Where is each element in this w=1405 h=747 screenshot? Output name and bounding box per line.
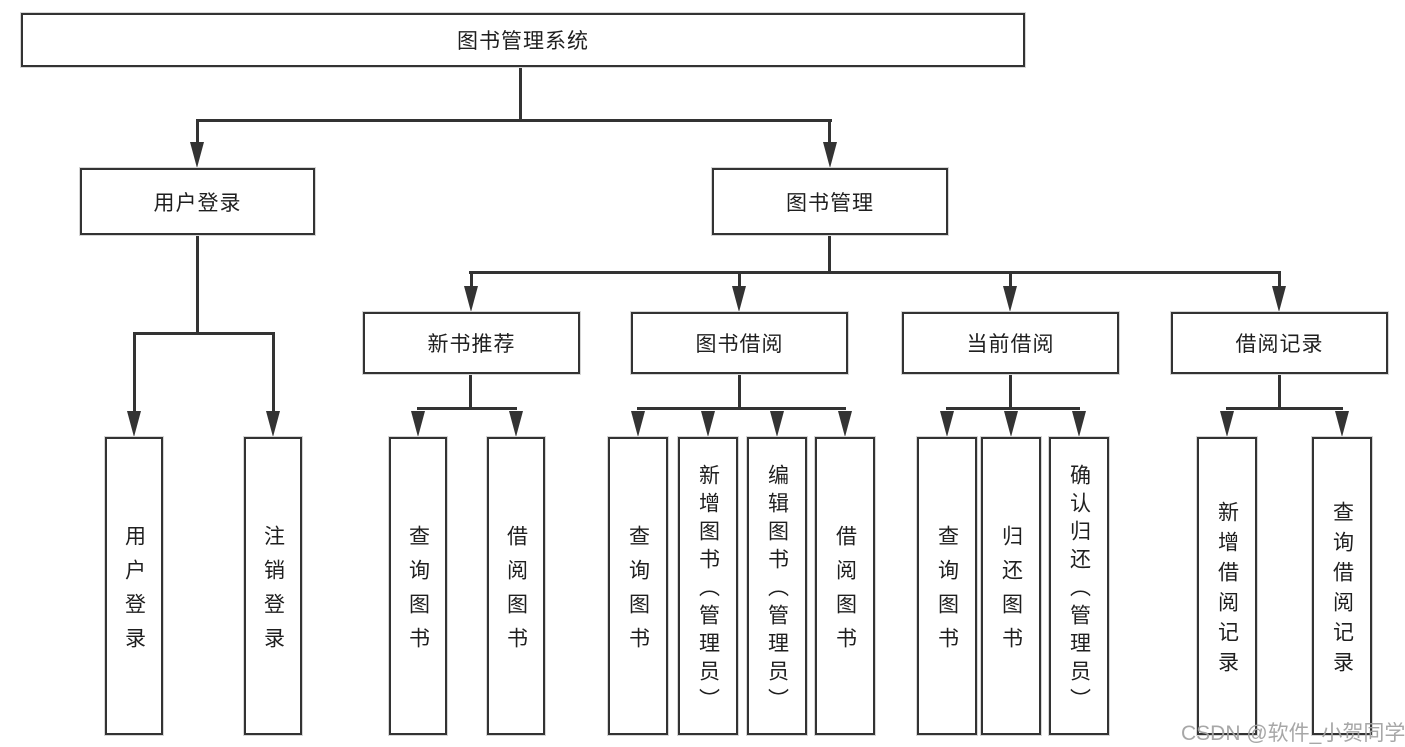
arrowhead-book-borrow [732,286,746,312]
arrowhead-borrow-records [1272,286,1286,312]
arrowhead-user-login [190,142,204,168]
node-add-borrow-record: 新增借阅记录 [1196,436,1258,736]
connector-to-new-book [470,271,473,291]
node-logout-leaf: 注销登录 [243,436,303,736]
connector-root-stub [519,67,522,120]
node-current-borrow: 当前借阅 [901,311,1120,375]
connector-to-user-login [196,119,199,145]
node-borrow-books-leaf: 借阅图书 [814,436,876,736]
node-label: 注销登录 [261,524,285,661]
connector-book-borrow-stub [738,374,741,410]
node-label: 借阅记录 [1235,333,1324,356]
connector-to-logout-leaf [272,332,275,412]
node-query-borrow-record: 查询借阅记录 [1311,436,1373,736]
connector-borrow-records-stub [1278,374,1281,410]
arrowhead-book-management [823,142,837,168]
connector-current-borrow-rail [946,407,1080,410]
node-book-borrow: 图书借阅 [630,311,849,375]
arrowhead-add-book [701,411,715,437]
connector-user-login-rail [133,332,275,335]
node-borrow-records: 借阅记录 [1170,311,1389,375]
node-library-system: 图书管理系统 [20,12,1026,68]
connector-to-book-borrow [738,271,741,291]
node-label: 确认归还（管理员） [1067,463,1091,716]
arrowhead-return-books [1004,411,1018,437]
node-query-books-current: 查询图书 [916,436,978,736]
arrowhead-new-book [464,286,478,312]
arrowhead-confirm-return [1072,411,1086,437]
node-user-login-leaf: 用户登录 [104,436,164,736]
arrowhead-current-borrow [1003,286,1017,312]
connector-user-login-stub [196,235,199,334]
csdn-watermark: CSDN @软件_小贺同学 [1181,722,1405,745]
node-label: 图书借阅 [695,333,784,356]
node-confirm-return-admin: 确认归还（管理员） [1048,436,1110,736]
connector-new-book-stub [469,374,472,410]
node-label: 新书推荐 [427,333,516,356]
node-query-books-borrow: 查询图书 [607,436,669,736]
arrowhead-query-books-1 [411,411,425,437]
node-label: 用户登录 [122,524,146,661]
node-label: 查询图书 [935,524,959,661]
arrowhead-query-books-3 [940,411,954,437]
node-label: 归还图书 [999,524,1023,661]
node-label: 新增图书（管理员） [696,463,720,716]
arrowhead-add-borrow-record [1220,411,1234,437]
node-label: 查询图书 [626,524,650,661]
node-label: 借阅图书 [833,524,857,661]
connector-new-book-rail [417,407,517,410]
node-query-books-recommend: 查询图书 [388,436,448,736]
arrowhead-borrow-books-2 [838,411,852,437]
node-new-book-recommend: 新书推荐 [362,311,581,375]
connector-to-borrow-records [1278,271,1281,291]
connector-root-rail [196,119,832,122]
connector-to-book-management [828,119,831,145]
node-label: 图书管理 [786,191,874,215]
node-edit-book-admin: 编辑图书（管理员） [746,436,808,736]
arrowhead-logout-leaf [266,411,280,437]
node-label: 查询借阅记录 [1330,500,1354,681]
connector-to-login-leaf [133,332,136,412]
node-user-login: 用户登录 [79,167,316,236]
connector-current-borrow-stub [1009,374,1012,410]
arrowhead-edit-book [770,411,784,437]
node-add-book-admin: 新增图书（管理员） [677,436,739,736]
node-label: 用户登录 [153,191,242,215]
connector-book-borrow-rail [637,407,846,410]
node-label: 新增借阅记录 [1215,500,1239,681]
node-return-books: 归还图书 [980,436,1042,736]
connector-borrow-records-rail [1226,407,1343,410]
arrowhead-login-leaf [127,411,141,437]
node-book-management: 图书管理 [711,167,949,236]
arrowhead-query-borrow-record [1335,411,1349,437]
connector-book-management-rail [469,271,1281,274]
node-label: 编辑图书（管理员） [765,463,789,716]
node-borrow-books-recommend: 借阅图书 [486,436,546,736]
node-label: 图书管理系统 [457,30,589,53]
connector-to-current-borrow [1009,271,1012,291]
arrowhead-borrow-books-1 [509,411,523,437]
node-label: 借阅图书 [504,524,528,661]
node-label: 查询图书 [406,524,430,661]
node-label: 当前借阅 [966,333,1055,356]
arrowhead-query-books-2 [631,411,645,437]
connector-book-management-stub [828,235,831,274]
